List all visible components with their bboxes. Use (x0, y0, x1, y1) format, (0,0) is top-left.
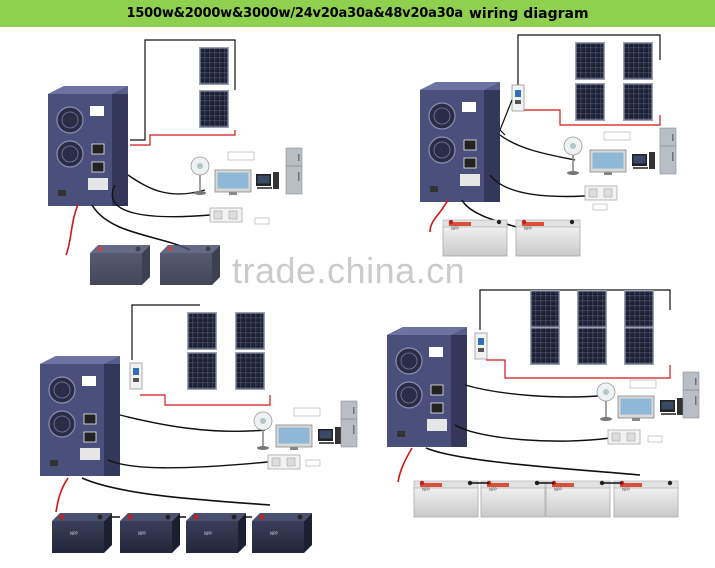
battery-brand: NPP (204, 531, 212, 536)
solar-panel (530, 327, 560, 365)
solar-panel (575, 83, 605, 121)
battery-icon (90, 245, 150, 285)
wiring-diagram: NPP NPP NPP NPP NPP NPP (39, 34, 700, 553)
solar-panel (623, 83, 653, 121)
computer-icon (318, 427, 341, 444)
fridge-icon (340, 400, 358, 448)
solar-panel (235, 352, 265, 390)
battery-brand: NPP (622, 487, 630, 492)
fan-icon (563, 136, 583, 176)
fridge-icon (682, 371, 700, 419)
outlet-icon (267, 454, 301, 470)
battery-icon (252, 513, 312, 553)
tv-icon (589, 149, 627, 176)
solar-panel (624, 290, 654, 328)
solar-panel (530, 290, 560, 328)
battery-brand: NPP (554, 487, 562, 492)
system-top-left (47, 39, 303, 285)
tv-icon (617, 395, 655, 422)
charge-controller (129, 362, 143, 390)
solar-panel (199, 90, 229, 128)
battery-brand: NPP (451, 226, 459, 231)
inverter (419, 81, 501, 203)
battery-brand: NPP (524, 226, 532, 231)
solar-panel (235, 312, 265, 350)
inverter (39, 355, 121, 477)
tv-icon (275, 424, 313, 451)
battery-icon (120, 513, 180, 553)
fan-icon (596, 382, 616, 422)
inverter (386, 326, 468, 448)
tv-icon (214, 169, 252, 196)
panel-cable-red (130, 130, 236, 146)
battery-icon (160, 245, 220, 285)
title-bar: 1500w&2000w&3000w/24v20a30a&48v20a30a wi… (0, 0, 715, 27)
solar-panel (575, 42, 605, 80)
fridge-icon (659, 127, 677, 175)
outlet-icon (607, 429, 641, 445)
charge-controller (511, 84, 525, 112)
solar-panel (187, 352, 217, 390)
battery-brand: NPP (138, 531, 146, 536)
system-bottom-right: NPP NPP NPP NPP (386, 289, 700, 518)
computer-icon (632, 152, 655, 169)
outlet-icon (209, 207, 243, 223)
solar-panel (577, 290, 607, 328)
system-bottom-left: NPP NPP NPP NPP (39, 304, 358, 553)
battery-brand: NPP (489, 487, 497, 492)
battery-icon (52, 513, 112, 553)
battery-cable-red (65, 203, 79, 256)
solar-panel (577, 327, 607, 365)
diagram-title: 1500w&2000w&3000w/24v20a30a&48v20a30a (126, 6, 463, 21)
fridge-icon (285, 147, 303, 195)
battery-brand: NPP (270, 531, 278, 536)
solar-panel (623, 42, 653, 80)
watermark: trade.china.cn (232, 250, 466, 291)
panel-cable (130, 39, 236, 141)
system-top-right: NPP NPP (419, 34, 677, 257)
inverter (47, 85, 129, 207)
load-cable (127, 174, 206, 195)
battery-icon (186, 513, 246, 553)
outlet-cable (111, 184, 211, 218)
battery-brand: NPP (70, 531, 78, 536)
charge-controller (474, 332, 488, 360)
outlet-icon (584, 185, 618, 201)
computer-icon (660, 398, 683, 415)
fan-icon (190, 156, 210, 196)
battery-cable-black (91, 204, 191, 251)
solar-panel (199, 47, 229, 85)
solar-panel (187, 312, 217, 350)
battery-brand: NPP (422, 487, 430, 492)
solar-panel (624, 327, 654, 365)
diagram-title-suffix: wiring diagram (469, 5, 589, 22)
computer-icon (256, 172, 279, 189)
